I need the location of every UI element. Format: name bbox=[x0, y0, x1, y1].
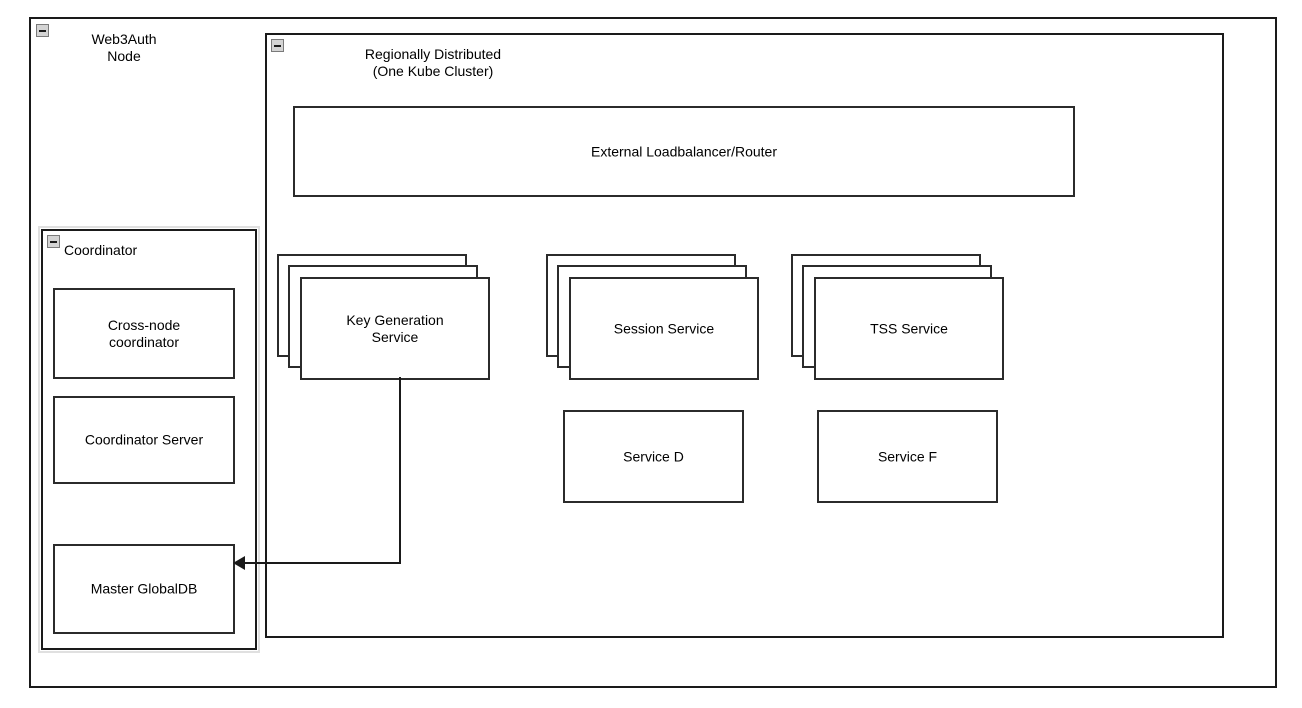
collapse-minus-icon[interactable] bbox=[36, 24, 49, 37]
web3auth-node-title-line2: Node bbox=[107, 48, 141, 64]
cross-node-coordinator-label: Cross-node coordinator bbox=[107, 316, 181, 350]
keygen-to-globaldb-arrow-left-icon bbox=[233, 556, 245, 570]
external-loadbalancer-router-label: External Loadbalancer/Router bbox=[590, 143, 777, 159]
master-globaldb-box[interactable]: Master GlobalDB bbox=[53, 544, 235, 634]
tss-service-stack[interactable]: TSS Service bbox=[791, 254, 1004, 380]
service-d-label: Service D bbox=[623, 448, 684, 464]
cluster-collapse-minus-icon[interactable] bbox=[271, 39, 284, 52]
coordinator-title: Coordinator bbox=[64, 242, 138, 258]
coordinator-server-box[interactable]: Coordinator Server bbox=[53, 396, 235, 484]
coordinator-server-label: Coordinator Server bbox=[84, 431, 204, 448]
service-f-box[interactable]: Service F bbox=[817, 410, 998, 503]
external-loadbalancer-router-box[interactable]: External Loadbalancer/Router bbox=[293, 106, 1075, 197]
service-d-box[interactable]: Service D bbox=[563, 410, 744, 503]
tss-service-label: TSS Service bbox=[870, 320, 948, 336]
service-f-label: Service F bbox=[877, 448, 938, 464]
session-service-stack[interactable]: Session Service bbox=[546, 254, 759, 380]
keygen-to-globaldb-connector-vertical bbox=[399, 377, 401, 564]
stack-layer-front[interactable]: Session Service bbox=[569, 277, 759, 380]
kube-cluster-title-line1: Regionally Distributed bbox=[364, 46, 502, 62]
master-globaldb-label: Master GlobalDB bbox=[90, 580, 198, 597]
keygen-to-globaldb-connector-horizontal bbox=[239, 562, 401, 564]
cross-node-coordinator-box[interactable]: Cross-node coordinator bbox=[53, 288, 235, 379]
web3auth-node-title-line1: Web3Auth bbox=[91, 31, 157, 47]
stack-layer-front[interactable]: Key Generation Service bbox=[300, 277, 490, 380]
coordinator-collapse-minus-icon[interactable] bbox=[47, 235, 60, 248]
key-generation-service-stack[interactable]: Key Generation Service bbox=[277, 254, 490, 380]
session-service-label: Session Service bbox=[613, 320, 715, 336]
stack-layer-front[interactable]: TSS Service bbox=[814, 277, 1004, 380]
key-generation-service-label: Key Generation Service bbox=[346, 311, 444, 345]
kube-cluster-title-line2: (One Kube Cluster) bbox=[372, 63, 494, 79]
